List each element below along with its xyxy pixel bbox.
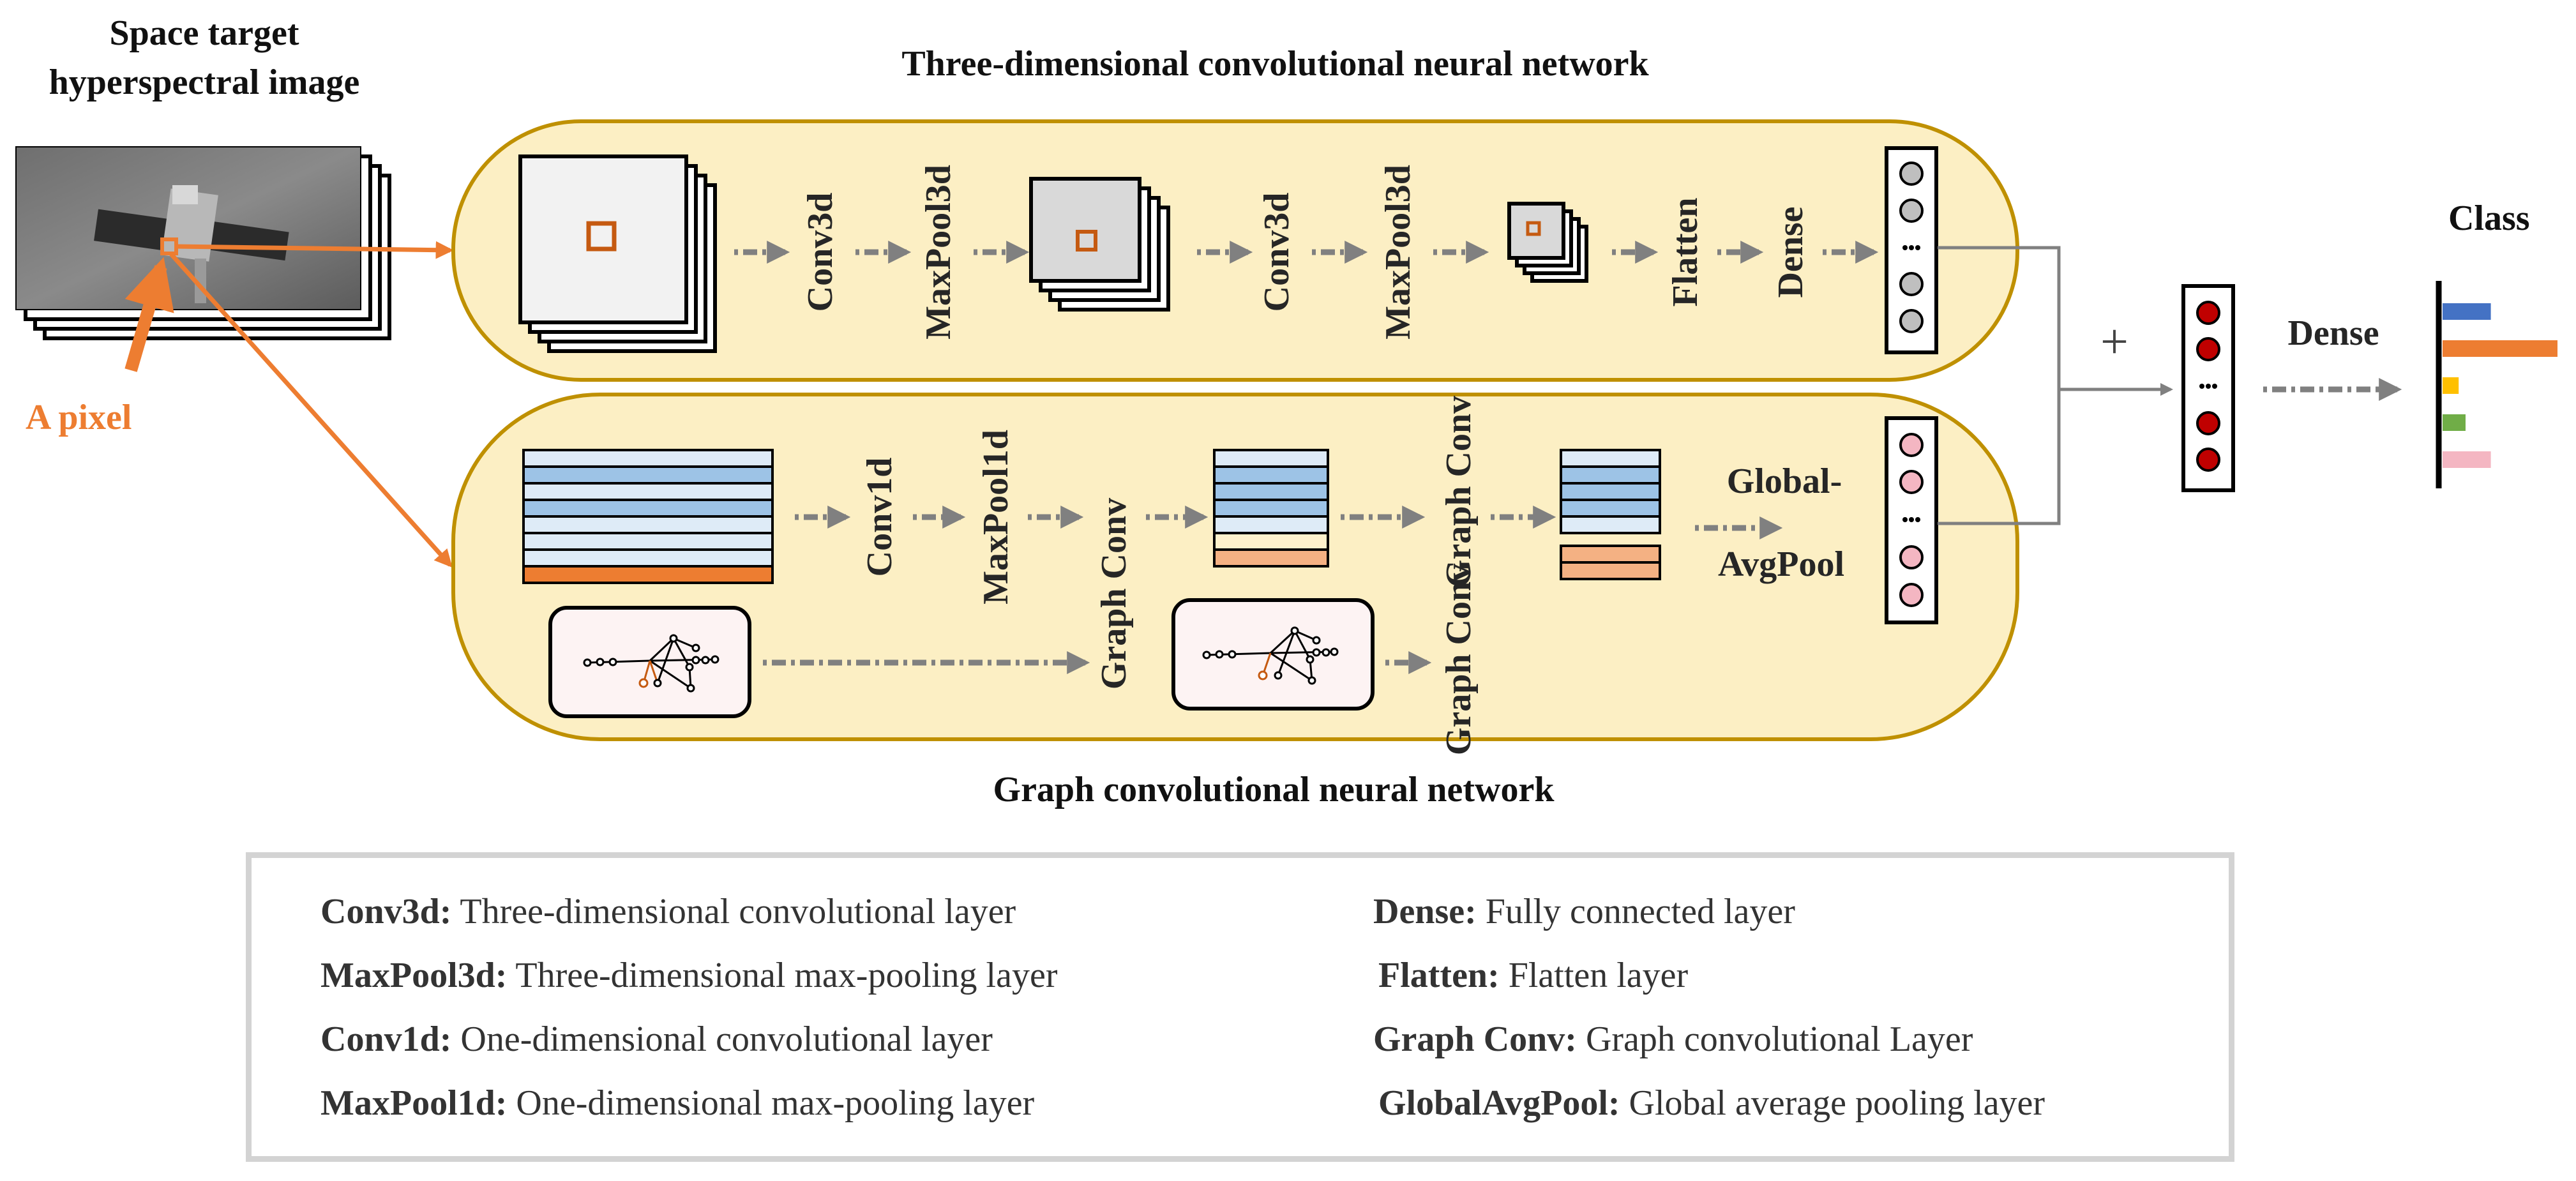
branch-gcn-title: Graph convolutional neural network [993, 770, 1555, 809]
legend-box: Conv3d: Three-dimensional convolutional … [246, 852, 2234, 1162]
connector-3d-to-fusion [1938, 246, 2061, 389]
legend-desc: Fully connected layer [1485, 892, 1795, 931]
legend-term: Dense: [1373, 892, 1477, 931]
class-score-bar [2443, 451, 2491, 468]
input-title-line2: hyperspectral image [49, 63, 360, 102]
input-title-line1: Space target [109, 13, 299, 53]
cube-stack-medium [1029, 177, 1170, 312]
arrow-to-gcn [169, 252, 453, 568]
pixel-pointer-arrow [124, 257, 174, 372]
legend-term: Conv1d: [320, 1019, 452, 1059]
layer-label-flatten: Flatten [1666, 197, 1705, 307]
branch-3d-title: Three-dimensional convolutional neural n… [901, 44, 1649, 84]
layer-label-maxpool3d-2: MaxPool3d [1378, 165, 1418, 340]
fusion-dense-label: Dense [2287, 313, 2379, 353]
layer-label-conv3d-2: Conv3d [1257, 192, 1297, 312]
spectral-feature-stack-large [522, 449, 774, 584]
legend-desc: Three-dimensional max-pooling layer [515, 956, 1058, 995]
layer-label-conv1d: Conv1d [860, 457, 900, 577]
legend-term: Flatten: [1378, 956, 1500, 995]
graph-structure-card-1 [548, 606, 751, 718]
pixel-label: A pixel [26, 398, 132, 437]
layer-label-maxpool1d: MaxPool1d [976, 430, 1016, 605]
spectral-feature-stack-medium [1213, 449, 1329, 568]
class-label: Class [2448, 199, 2530, 238]
layer-label-graphconv-2: Graph Conv [1439, 395, 1479, 588]
arrows-gcn-branch [763, 506, 1783, 674]
class-score-bar [2443, 377, 2459, 394]
legend-desc: Global average pooling layer [1629, 1083, 2045, 1123]
legend-item-conv1d: Conv1d: One-dimensional convolutional la… [320, 1019, 993, 1060]
layer-label-conv3d-1: Conv3d [801, 192, 840, 312]
globalavgpool-label-line1: Global- [1726, 462, 1842, 501]
legend-term: GlobalAvgPool: [1378, 1083, 1620, 1123]
legend-desc: Flatten layer [1508, 956, 1689, 995]
legend-term: Conv3d: [320, 892, 452, 931]
arrow-to-3dcnn [176, 241, 454, 259]
fusion-plus-sign: + [2100, 313, 2128, 369]
class-score-bars [2443, 303, 2557, 468]
layer-label-maxpool3d-1: MaxPool3d [919, 165, 958, 340]
vector-3d-output [1885, 146, 1938, 354]
cube-stack-large [518, 154, 717, 353]
legend-item-conv3d: Conv3d: Three-dimensional convolutional … [320, 891, 1016, 932]
legend-item-maxpool3d: MaxPool3d: Three-dimensional max-pooling… [320, 955, 1057, 996]
spectral-feature-stack-small [1560, 449, 1661, 580]
layer-label-dense-3d: Dense [1771, 206, 1811, 298]
legend-item-dense: Dense: Fully connected layer [1373, 891, 1795, 932]
class-score-bar [2443, 340, 2557, 357]
legend-item-flatten: Flatten: Flatten layer [1378, 955, 1688, 996]
legend-term: MaxPool3d: [320, 956, 508, 995]
vector-fused [2181, 284, 2235, 492]
legend-desc: Three-dimensional convolutional layer [460, 892, 1016, 931]
legend-item-graphconv: Graph Conv: Graph convolutional Layer [1373, 1019, 1973, 1060]
layer-label-graphconv-1: Graph Conv [1094, 497, 1134, 690]
graph-structure-card-2 [1171, 598, 1375, 711]
legend-desc: Graph convolutional Layer [1585, 1019, 1973, 1059]
legend-term: MaxPool1d: [320, 1083, 508, 1123]
vector-gcn-output [1885, 416, 1938, 624]
legend-term: Graph Conv: [1373, 1019, 1577, 1059]
legend-item-globalavgpool: GlobalAvgPool: Global average pooling la… [1378, 1083, 2045, 1124]
layer-label-graphconv-3: Graph Conv [1439, 563, 1479, 756]
class-score-bar [2443, 414, 2466, 431]
legend-desc: One-dimensional max-pooling layer [516, 1083, 1035, 1123]
legend-desc: One-dimensional convolutional layer [460, 1019, 993, 1059]
connector-gcn-to-fusion [1938, 389, 2061, 525]
legend-item-maxpool1d: MaxPool1d: One-dimensional max-pooling l… [320, 1083, 1034, 1124]
globalavgpool-label-line2: AvgPool [1717, 545, 1845, 584]
cube-stack-small [1507, 202, 1588, 283]
hyperspectral-image-stack [15, 146, 391, 340]
class-score-bar [2443, 303, 2491, 320]
